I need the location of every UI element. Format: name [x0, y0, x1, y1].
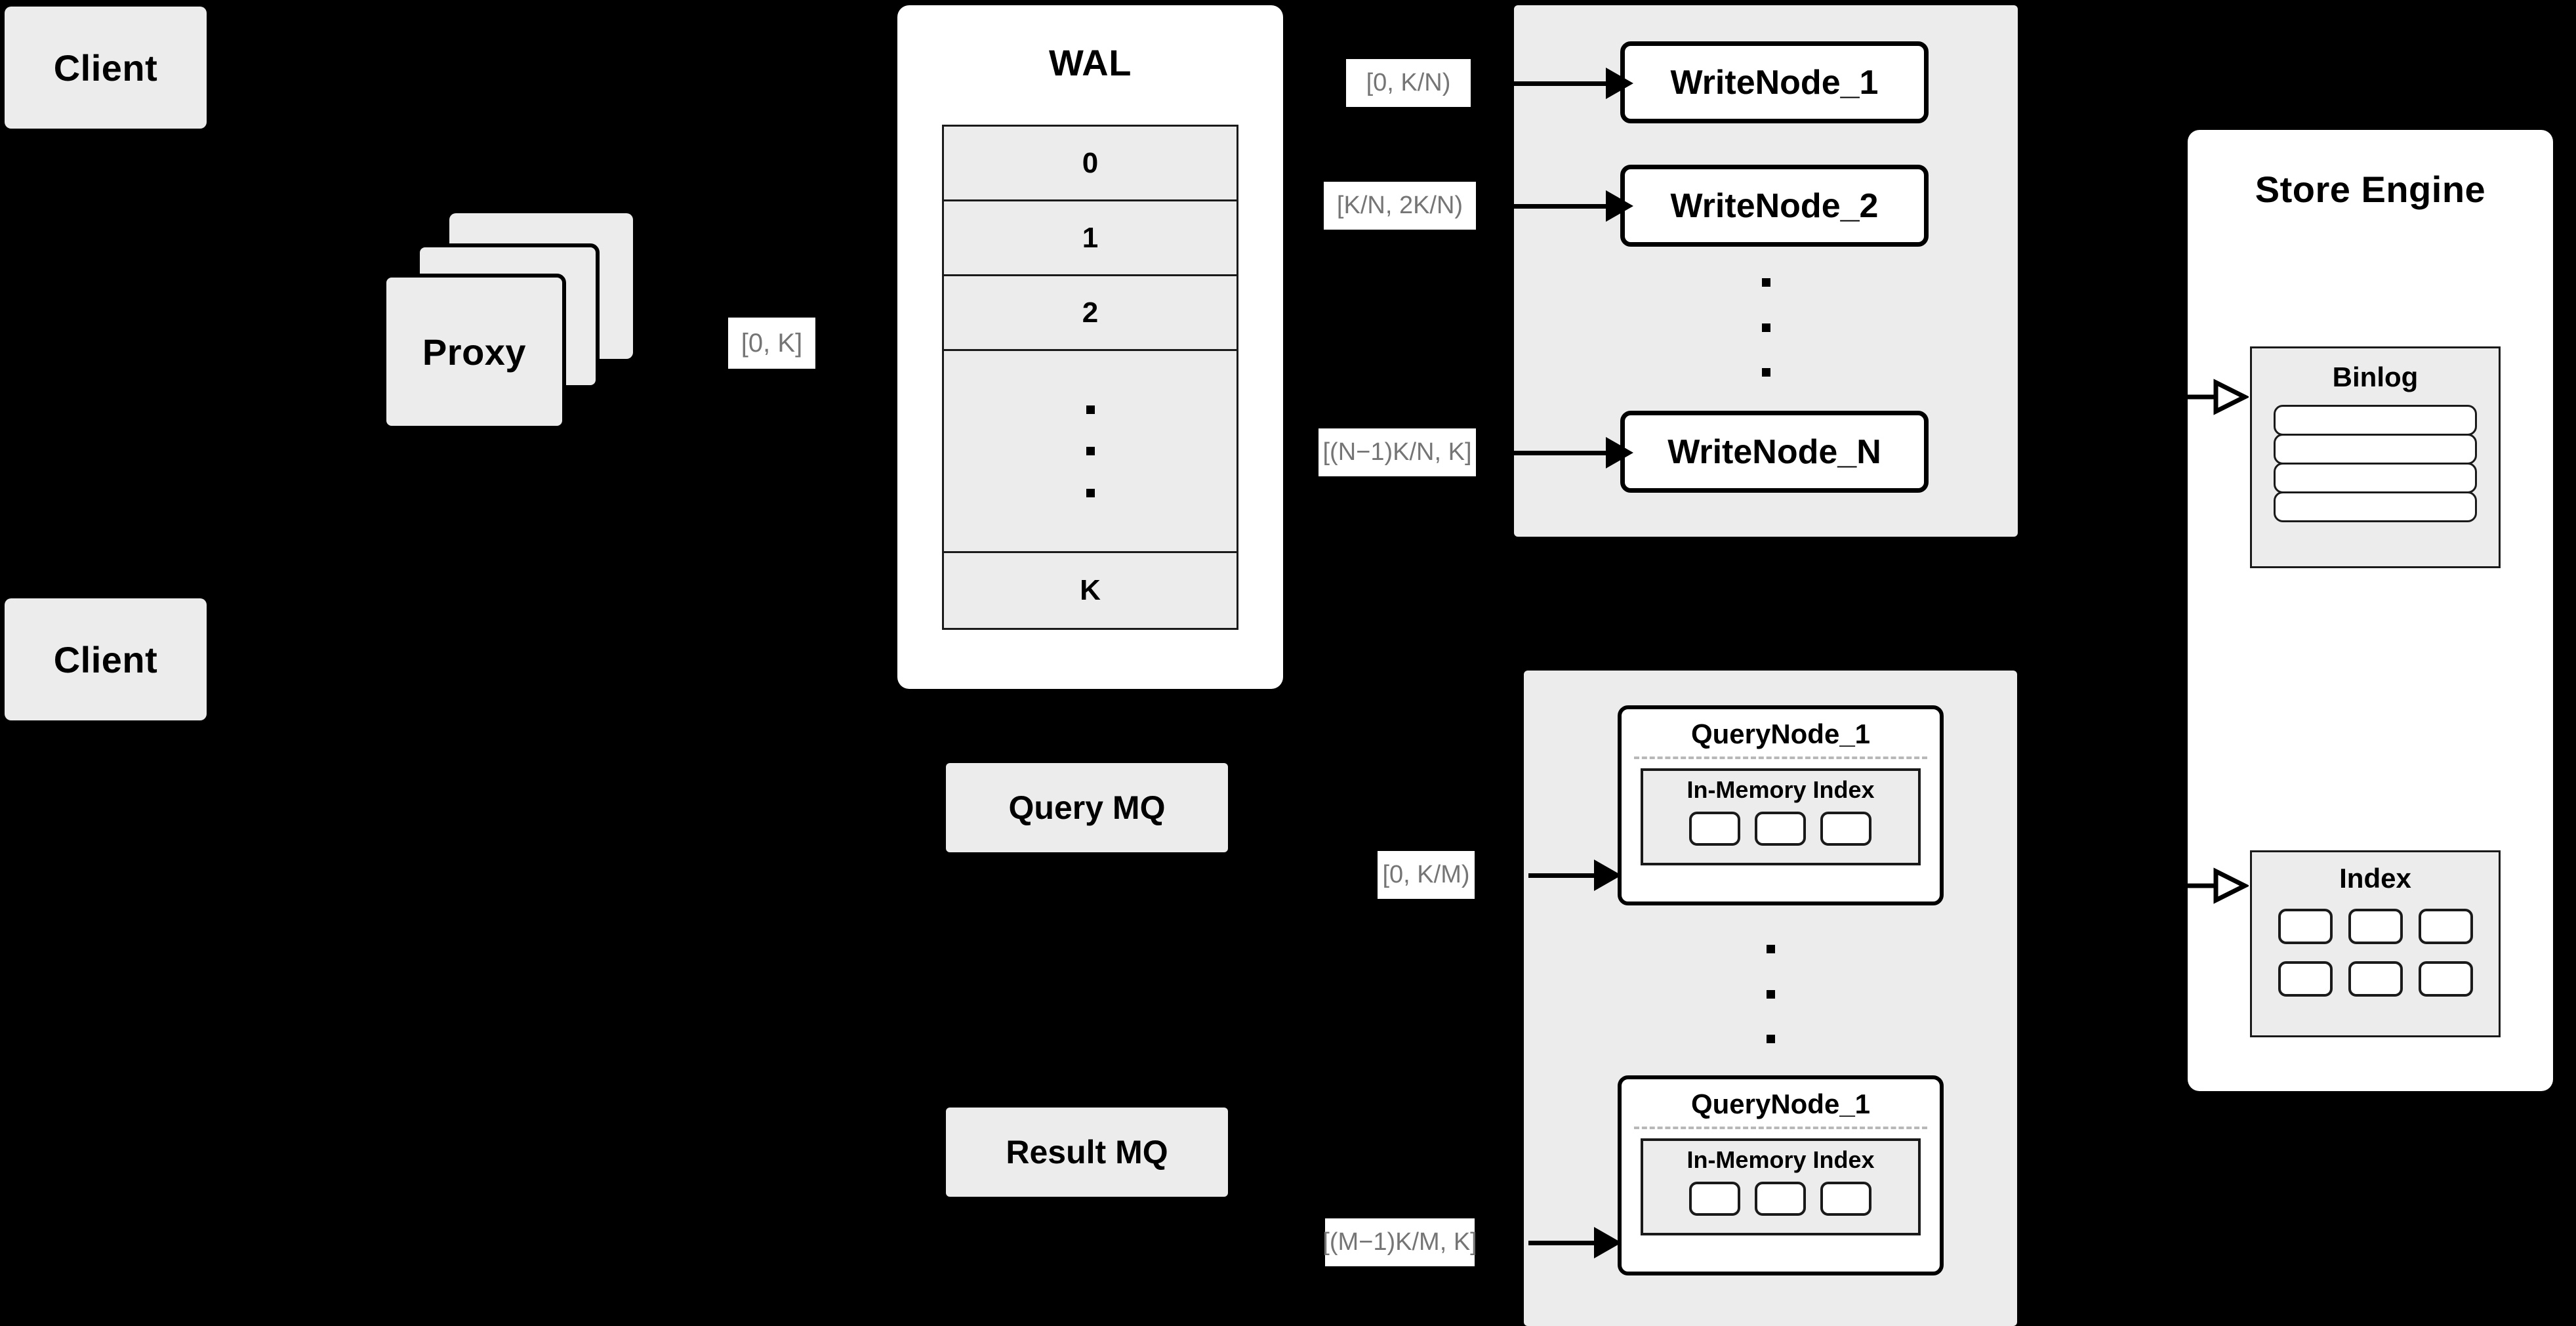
store-index-box[interactable]: Index [2250, 850, 2501, 1037]
index-segment-cell[interactable] [1689, 812, 1741, 846]
proxy-stack[interactable]: Proxy [382, 213, 671, 430]
write-node-n-range-tag: [(N−1)K/N, K] [1319, 428, 1476, 476]
arrow-to-write-node-n [1504, 437, 1633, 468]
arrow-to-binlog [2177, 377, 2250, 417]
index-segment-cell[interactable] [1755, 1182, 1807, 1216]
binlog-title: Binlog [2332, 362, 2419, 392]
query-node-2-index-title: In-Memory Index [1687, 1146, 1875, 1173]
write-node-1-range-tag: [0, K/N) [1346, 59, 1471, 107]
binlog-bar[interactable] [2274, 405, 2477, 436]
binlog-box[interactable]: Binlog [2250, 346, 2501, 568]
index-segment-cell[interactable] [1689, 1182, 1741, 1216]
wal-panel: WAL 0 1 2 K [897, 5, 1283, 689]
arrow-to-write-node-1 [1504, 68, 1633, 99]
proxy-range-tag: [0, K] [728, 318, 815, 369]
wal-row-label: K [1080, 573, 1101, 606]
store-engine-panel: Store Engine Binlog Index [2188, 130, 2553, 1091]
query-mq-box[interactable]: Query MQ [946, 763, 1228, 852]
arrow-to-store-index [2177, 866, 2250, 905]
write-node-n-range-tag-text: [(N−1)K/N, K] [1322, 438, 1472, 466]
index-segment-cell[interactable] [1755, 812, 1807, 846]
query-node-2-range-tag: [(M−1)K/M, K] [1322, 1218, 1477, 1266]
write-cluster-ellipsis-dots [1514, 278, 2018, 377]
write-node-1-range-tag-text: [0, K/N) [1366, 69, 1451, 96]
proxy-range-tag-text: [0, K] [741, 328, 803, 358]
binlog-bar[interactable] [2274, 491, 2477, 522]
query-node-1-index-box[interactable]: In-Memory Index [1641, 768, 1921, 865]
wal-row-label: 1 [1082, 221, 1099, 254]
wal-table: 0 1 2 K [942, 125, 1238, 630]
query-node-1-range-tag-text: [0, K/M) [1382, 861, 1470, 888]
write-node-n-label: WriteNode_N [1667, 432, 1881, 471]
wal-row-label: 0 [1082, 146, 1099, 179]
arrow-to-query-node-1 [1528, 860, 1622, 891]
open-arrow-icon [2177, 867, 2250, 904]
store-index-cell[interactable] [2348, 961, 2403, 997]
query-cluster-ellipsis-dots [1524, 945, 2017, 1043]
wal-row[interactable]: 0 [944, 127, 1237, 202]
write-node-1[interactable]: WriteNode_1 [1620, 41, 1929, 123]
proxy-sheet-front[interactable]: Proxy [382, 274, 566, 430]
query-node-2-label: QueryNode_1 [1690, 1088, 1871, 1119]
store-index-cell[interactable] [2278, 909, 2333, 944]
query-node-1-range-tag: [0, K/M) [1378, 851, 1475, 899]
write-node-1-label: WriteNode_1 [1670, 63, 1879, 102]
arrow-to-query-node-2 [1528, 1227, 1622, 1258]
wal-row[interactable]: 2 [944, 276, 1237, 352]
query-node-2-range-tag-text: [(M−1)K/M, K] [1322, 1228, 1477, 1256]
arrow-to-write-node-2 [1504, 190, 1633, 222]
query-node-1[interactable]: QueryNode_1 In-Memory Index [1618, 705, 1944, 905]
query-node-1-label: QueryNode_1 [1690, 718, 1871, 749]
write-cluster-panel: WriteNode_1 WriteNode_2 WriteNode_N [1514, 5, 2018, 537]
client-label-2: Client [53, 638, 158, 680]
store-index-cell[interactable] [2278, 961, 2333, 997]
proxy-label: Proxy [422, 331, 527, 373]
store-index-title: Index [2339, 863, 2411, 894]
result-mq-box[interactable]: Result MQ [946, 1108, 1228, 1197]
store-index-cell[interactable] [2418, 909, 2473, 944]
wal-title: WAL [1049, 42, 1132, 83]
query-cluster-panel: QueryNode_1 In-Memory Index QueryNode_1 … [1524, 671, 2017, 1326]
binlog-bar[interactable] [2274, 463, 2477, 493]
wal-row[interactable]: 1 [944, 201, 1237, 277]
store-index-cell[interactable] [2348, 909, 2403, 944]
result-mq-label: Result MQ [1006, 1134, 1168, 1171]
write-node-2-label: WriteNode_2 [1670, 186, 1879, 225]
store-engine-title: Store Engine [2255, 169, 2486, 210]
index-segment-cell[interactable] [1820, 1182, 1872, 1216]
query-node-2-divider [1634, 1127, 1927, 1129]
write-node-2-range-tag-text: [K/N, 2K/N) [1336, 192, 1463, 219]
write-node-2-range-tag: [K/N, 2K/N) [1324, 182, 1476, 230]
write-node-n[interactable]: WriteNode_N [1620, 411, 1929, 493]
open-arrow-icon [2177, 379, 2250, 415]
binlog-bar[interactable] [2274, 434, 2477, 465]
client-box-2[interactable]: Client [5, 598, 207, 720]
query-mq-label: Query MQ [1008, 789, 1166, 826]
wal-row-ellipsis [944, 351, 1237, 553]
query-node-1-index-title: In-Memory Index [1687, 776, 1875, 803]
query-node-1-divider [1634, 756, 1927, 759]
wal-row[interactable]: K [944, 553, 1237, 628]
write-node-2[interactable]: WriteNode_2 [1620, 165, 1929, 247]
query-node-2[interactable]: QueryNode_1 In-Memory Index [1618, 1075, 1944, 1275]
client-box-1[interactable]: Client [5, 7, 207, 129]
wal-row-label: 2 [1082, 296, 1099, 329]
query-node-2-index-box[interactable]: In-Memory Index [1641, 1138, 1921, 1235]
client-label-1: Client [53, 47, 158, 89]
store-index-cell[interactable] [2418, 961, 2473, 997]
index-segment-cell[interactable] [1820, 812, 1872, 846]
wal-ellipsis-dots [1086, 405, 1095, 497]
